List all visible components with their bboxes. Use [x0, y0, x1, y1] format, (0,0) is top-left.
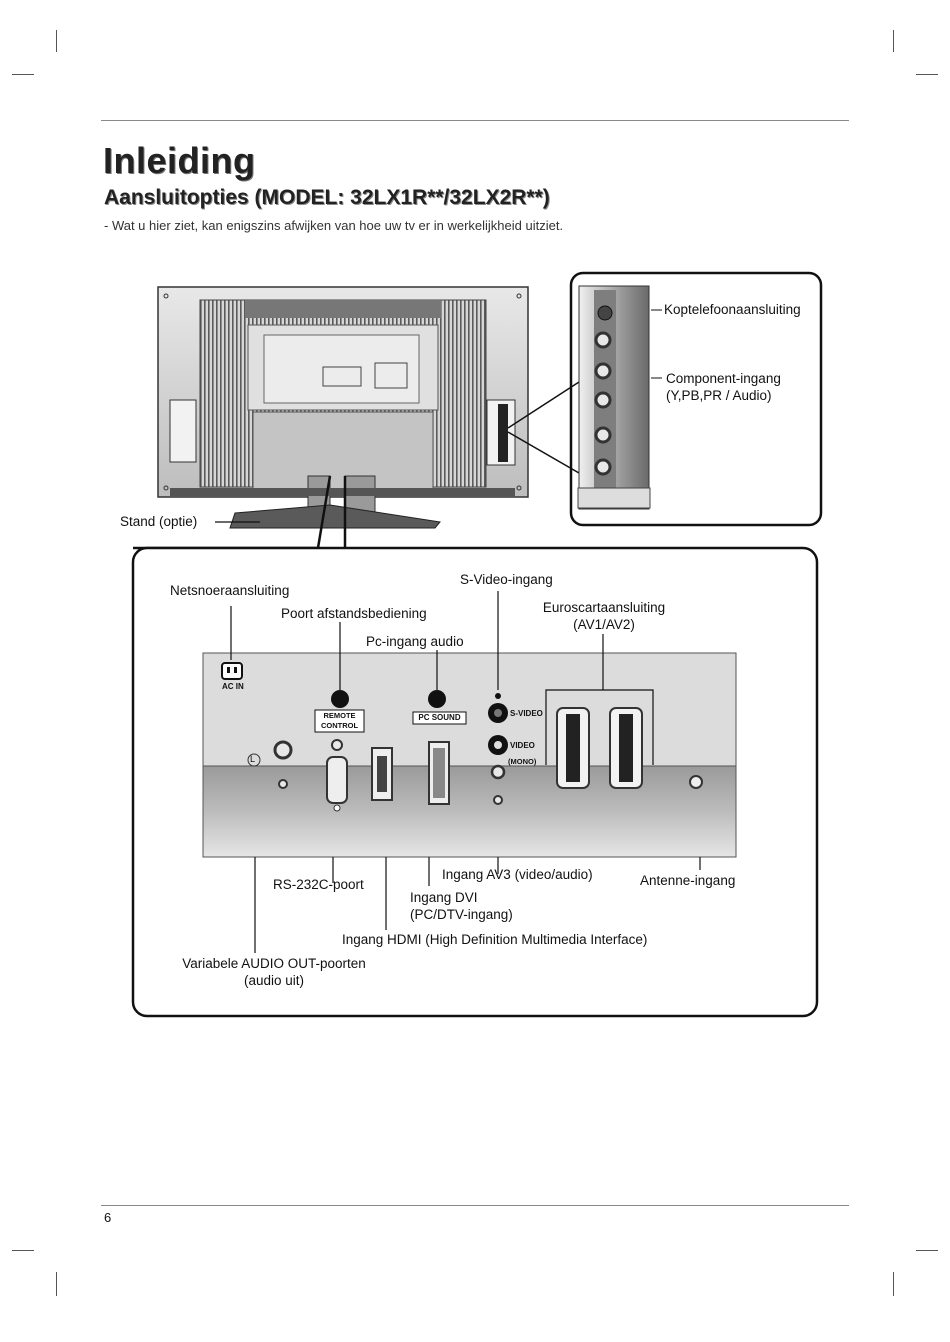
remote-port-label: Poort afstandsbediening: [281, 605, 427, 622]
power-cord-label: Netsnoeraansluiting: [170, 582, 289, 599]
svideo-label: S-Video-ingang: [460, 571, 553, 588]
rs232-label: RS-232C-poort: [273, 876, 364, 893]
headphone-label: Koptelefoonaansluiting: [664, 301, 801, 318]
bottom-rule: [101, 1205, 849, 1206]
remote-control-port-text: REMOTE CONTROL: [315, 711, 364, 731]
page-number: 6: [104, 1210, 111, 1225]
rear-connector-panel: [203, 653, 736, 857]
remote-control-text-line1: REMOTE: [315, 711, 364, 721]
video-text: VIDEO: [510, 741, 535, 751]
component-label-line1: Component-ingang: [666, 370, 781, 387]
audio-out-label-line1: Variabele AUDIO OUT-poorten: [172, 955, 376, 972]
antenna-label: Antenne-ingang: [640, 872, 735, 889]
hdmi-label: Ingang HDMI (High Definition Multimedia …: [342, 931, 647, 948]
av3-label: Ingang AV3 (video/audio): [442, 866, 593, 883]
euroscart-label-line1: Euroscartaansluiting: [536, 599, 672, 616]
component-label-line2: (Y,PB,PR / Audio): [666, 387, 781, 404]
dvi-label-line2: (PC/DTV-ingang): [410, 906, 513, 923]
side-jack-panel: [578, 286, 650, 509]
component-label: Component-ingang (Y,PB,PR / Audio): [666, 370, 781, 404]
audio-out-label-line2: (audio uit): [172, 972, 376, 989]
euroscart-label: Euroscartaansluiting (AV1/AV2): [536, 599, 672, 633]
remote-control-text-line2: CONTROL: [315, 721, 364, 731]
pc-audio-label: Pc-ingang audio: [366, 633, 464, 650]
dvi-label-line1: Ingang DVI: [410, 889, 513, 906]
pc-sound-text: PC SOUND: [413, 712, 466, 724]
euroscart-label-line2: (AV1/AV2): [536, 616, 672, 633]
dvi-label: Ingang DVI (PC/DTV-ingang): [410, 889, 513, 923]
audio-out-label: Variabele AUDIO OUT-poorten (audio uit): [172, 955, 376, 989]
mono-text: (MONO): [508, 757, 536, 767]
tv-rear-view: [158, 287, 528, 528]
svideo-text: S-VIDEO: [510, 709, 543, 719]
ac-in-text: AC IN: [222, 682, 244, 692]
stand-label: Stand (optie): [120, 513, 197, 530]
left-channel-text: L: [250, 754, 255, 765]
